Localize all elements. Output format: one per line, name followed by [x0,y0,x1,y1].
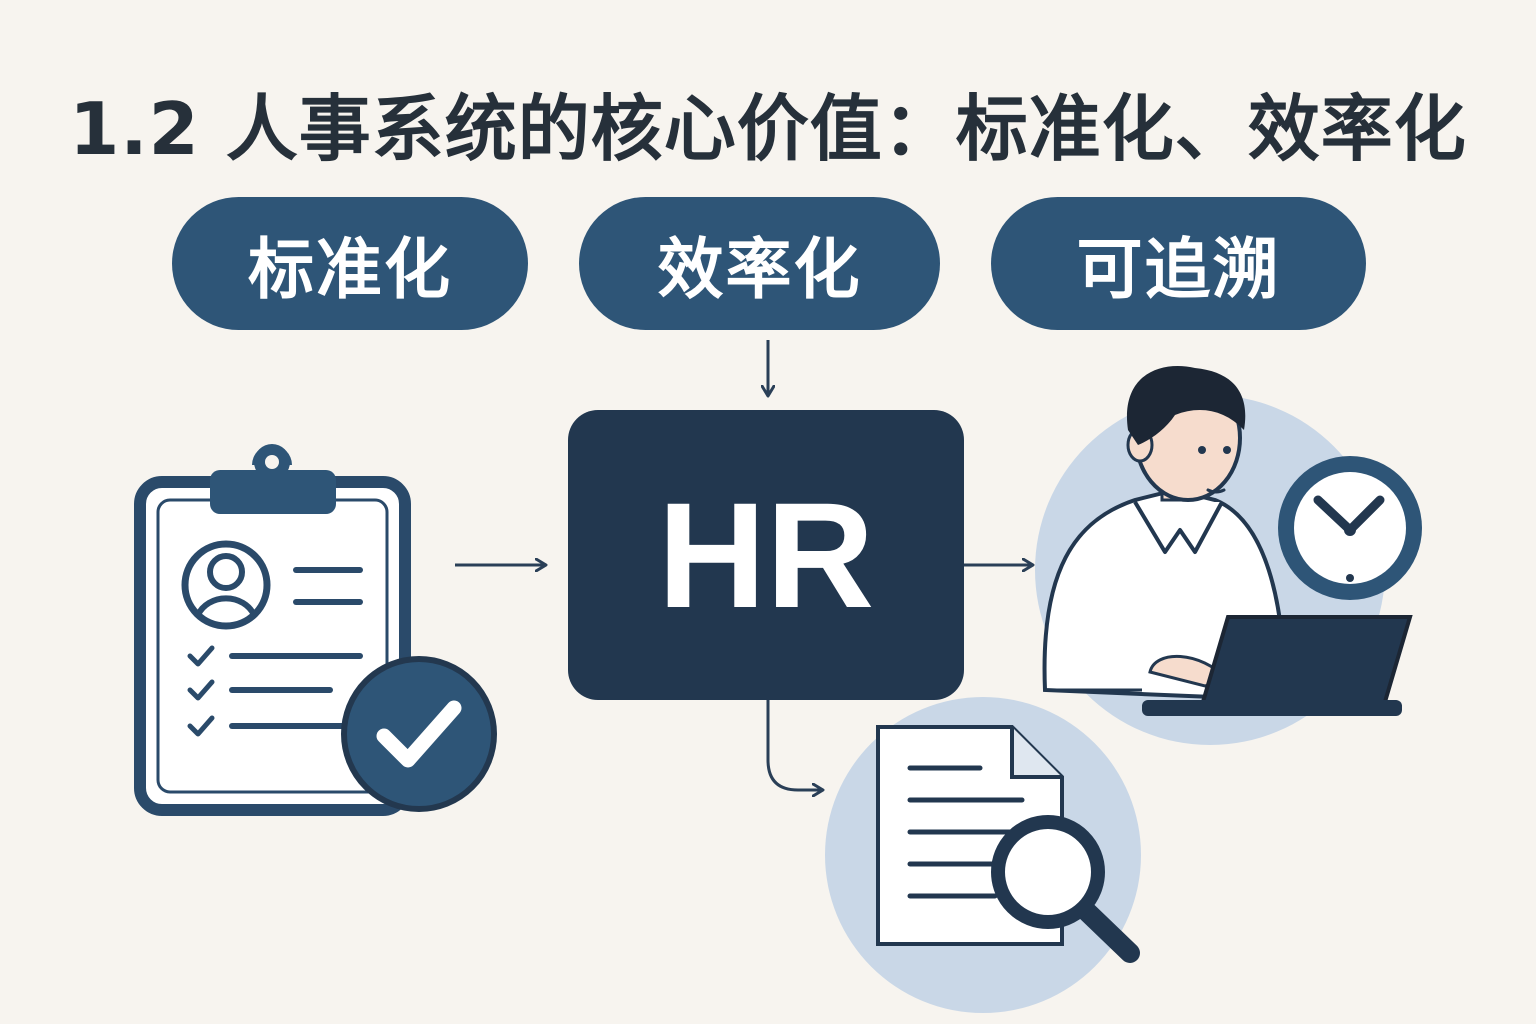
pill-standardization: 标准化 [172,197,528,330]
page-title: 1.2 人事系统的核心价值：标准化、效率化 [69,87,1467,171]
pill-efficiency: 效率化 [579,197,940,330]
hr-label: HR [657,470,875,639]
document-magnifier-icon [825,697,1141,1013]
hr-center-box: HR [568,410,964,700]
clipboard-checklist-icon [134,444,497,816]
pill-traceability: 可追溯 [991,197,1366,330]
arrow-hr-to-document [766,700,822,790]
employee-laptop-clock-icon [1035,365,1422,745]
